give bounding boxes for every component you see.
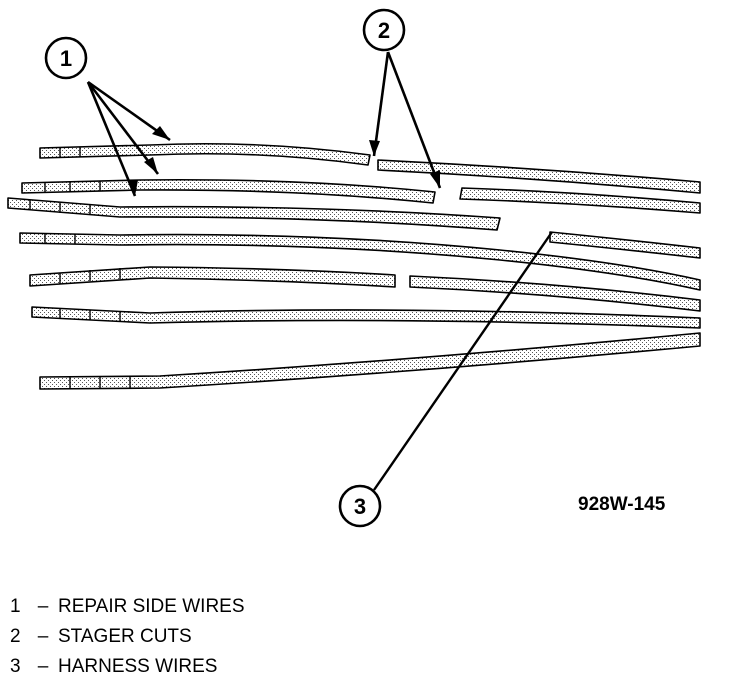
harness-wire-7 bbox=[39, 332, 701, 390]
harness-wire-5 bbox=[409, 275, 701, 312]
legend-separator: – bbox=[37, 626, 49, 647]
callout-2-label: 2 bbox=[378, 18, 390, 43]
legend-text: REPAIR SIDE WIRES bbox=[58, 596, 245, 617]
callout-1-leaders bbox=[86, 80, 171, 197]
harness-wire-2 bbox=[459, 187, 701, 214]
legend-text: HARNESS WIRES bbox=[58, 656, 218, 677]
repair-side-wire-2 bbox=[21, 178, 436, 204]
harness-wire-1 bbox=[377, 159, 701, 194]
callout-2-circle: 2 bbox=[362, 8, 406, 52]
repair-side-wire-5 bbox=[29, 266, 396, 288]
repair-side-wire-3 bbox=[7, 197, 501, 231]
legend-separator: – bbox=[37, 656, 49, 677]
legend-number: 2 bbox=[10, 626, 21, 647]
callout-1-label: 1 bbox=[60, 46, 72, 71]
harness-wire-8 bbox=[549, 231, 701, 259]
legend-item: 1–REPAIR SIDE WIRES bbox=[10, 592, 245, 622]
legend-separator: – bbox=[37, 596, 49, 617]
legend-number: 3 bbox=[10, 656, 21, 677]
callout-2-leaders bbox=[372, 51, 442, 189]
wire-splice-diagram: 1 2 3 928W-145 bbox=[7, 8, 701, 528]
legend: 1–REPAIR SIDE WIRES 2–STAGER CUTS 3–HARN… bbox=[10, 592, 245, 682]
figure-id: 928W-145 bbox=[578, 494, 666, 515]
callout-3-circle: 3 bbox=[338, 484, 382, 528]
legend-text: STAGER CUTS bbox=[58, 626, 192, 647]
legend-number: 1 bbox=[10, 596, 21, 617]
legend-item: 2–STAGER CUTS bbox=[10, 622, 245, 652]
callout-3-label: 3 bbox=[354, 494, 366, 519]
callout-1-circle: 1 bbox=[44, 36, 88, 80]
callout-3-leader bbox=[373, 231, 553, 491]
harness-wire-6 bbox=[31, 306, 701, 329]
repair-side-wire-1 bbox=[39, 142, 371, 166]
harness-wire-4 bbox=[19, 232, 701, 291]
legend-item: 3–HARNESS WIRES bbox=[10, 652, 245, 682]
